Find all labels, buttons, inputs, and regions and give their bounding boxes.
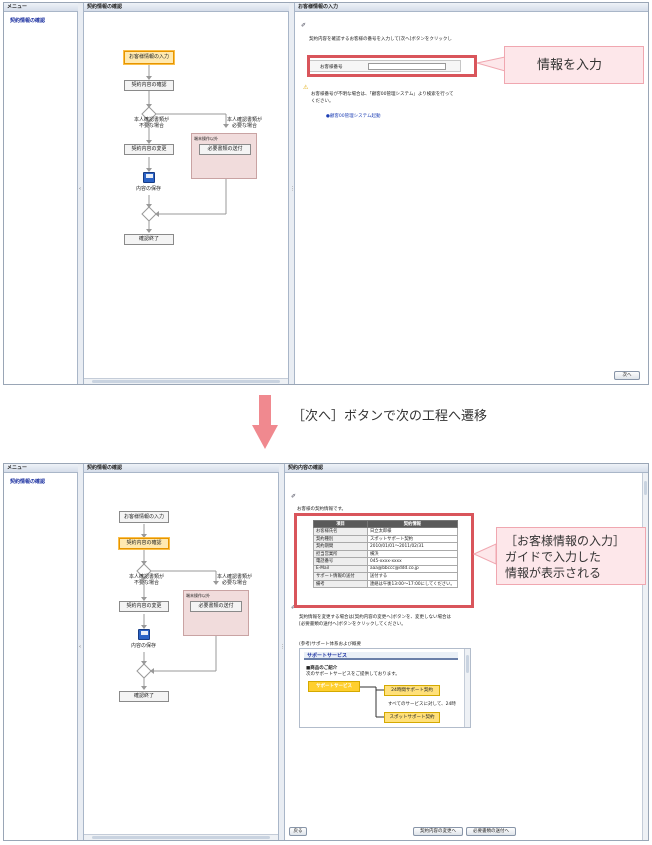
table-highlight-frame [294,513,474,608]
step-change-contract[interactable]: 契約内容の変更 [119,601,169,612]
guide-title: 契約内容の確認 [285,464,648,473]
menu-title: メニュー [4,3,78,12]
step-save-label: 内容の保存 [131,643,157,649]
support-vscrollbar[interactable] [464,649,470,727]
transition-caption: ［次へ］ボタンで次の工程へ遷移 [292,409,488,424]
change-instruction-2: [必要書類の送付へ]ボタンをクリックしてください。 [299,622,406,627]
grip-icon: ⋮ [280,644,285,651]
menu-pane: メニュー 契約情報の確認 [4,3,78,384]
change-contract-button[interactable]: 契約内容の変更へ [413,827,463,836]
send-docs-button[interactable]: 必要書類の送付へ [466,827,516,836]
service-connectors [360,686,384,718]
customer-number-label: お客様番号 [320,65,343,70]
warning-line-2: ください。 [311,99,334,104]
table-header-row: 項目 契約情報 [313,520,458,528]
hint-icon: ✐ [291,493,297,500]
callout-enter-info: 情報を入力 [504,46,644,84]
save-disk-icon[interactable] [143,172,155,183]
step-send-docs[interactable]: 必要書類の送付 [190,601,242,612]
flow-pane: 契約情報の確認 [84,3,289,384]
flow-splitter[interactable]: ⋮ [289,3,295,384]
flow-hscrollbar[interactable] [84,378,288,384]
service-all-text: すべてのサービスに対して、24時 [388,702,456,707]
decision-diamond [136,563,152,579]
step-contract-check[interactable]: 契約内容の確認 [119,538,169,549]
instruction-text: 契約内容を確認するお客様の番号を入力して[次へ]ボタンをクリックし [309,37,452,42]
transition-area: ［次へ］ボタンで次の工程へ遷移 [0,385,652,463]
flow-title: 契約情報の確認 [84,464,279,473]
save-disk-icon[interactable] [138,629,150,640]
branch-left-label: 本人確認書類が不要な場合 [134,117,170,129]
offline-group: 端末操作以外 [191,133,257,179]
step-customer-input[interactable]: お客様情報の入力 [124,51,174,64]
screenshot-before: メニュー 契約情報の確認 ‹ 契約情報の確認 [3,2,649,385]
step-contract-check[interactable]: 契約内容の確認 [124,80,174,91]
service-spot: スポットサポート契約 [384,712,440,723]
guide-pane: 契約内容の確認 ✐ お客様の契約情報です。 項目 契約情報 お客様氏名日立太郎様… [285,464,648,840]
guide-vscrollbar[interactable] [642,473,648,840]
offline-group: 端末操作以外 [183,590,249,636]
customer-number-input[interactable] [368,63,446,70]
merge-diamond [136,663,152,679]
hint-icon-2: ✐ [291,604,297,611]
step-change-contract[interactable]: 契約内容の変更 [124,144,174,155]
back-button[interactable]: 戻る [289,827,307,836]
column-header: 項目 [313,520,368,528]
flow-connectors [141,65,229,233]
reference-caption: (参考)サポート体系および概要 [299,642,362,647]
customer-number-row: お客様番号 [309,60,461,72]
support-info-frame: サポートサービス ■商品のご紹介 次のサポートサービスをご提供しております。 サ… [299,648,471,728]
flow-pane: 契約情報の確認 [84,464,279,840]
hint-icon: ✐ [301,22,307,29]
warning-line-1: お客様番号が不明な場合は、「顧客00管理システム」より検索を行って [311,92,454,97]
branch-right-label: 本人確認書類が必要な場合 [227,117,263,129]
flow-connectors [136,524,219,690]
crm-launch-link[interactable]: ●顧客00管理システム起動 [326,114,381,119]
step-save-label: 内容の保存 [136,186,162,192]
callout-pointer [473,543,497,565]
merge-diamond [141,206,157,222]
guide-title: お客様情報の入力 [295,3,648,12]
collapse-arrow-icon: ‹ [79,644,81,651]
step-confirm-done[interactable]: 確認終了 [124,234,174,245]
warning-icon: ⚠ [303,84,309,91]
step-confirm-done[interactable]: 確認終了 [119,691,169,702]
column-header: 契約情報 [367,520,458,528]
table-row: 備考連絡は午後13:00～17:00にしてください。 [313,579,458,588]
collapse-arrow-icon: ‹ [79,185,81,192]
service-24h: 24時間サポート契約 [384,685,440,696]
branch-left-label: 本人確認書類が不要な場合 [129,574,165,586]
menu-splitter[interactable]: ‹ [78,464,84,840]
support-title: サポートサービス [304,652,458,660]
grip-icon: ⋮ [290,185,295,192]
input-highlight-frame [307,55,477,77]
intro-text: お客様の契約情報です。 [297,507,347,512]
change-instruction-1: 契約情報を変更する場合は[契約内容の変更へ]ボタンを、変更しない場合は [299,615,452,620]
callout-pointer [476,56,506,72]
menu-pane: メニュー 契約情報の確認 [4,464,78,840]
flow-splitter[interactable]: ⋮ [279,464,285,840]
menu-title: メニュー [4,464,78,473]
flow-hscrollbar[interactable] [84,834,278,840]
next-button[interactable]: 次へ [614,371,640,380]
flow-title: 契約情報の確認 [84,3,289,12]
callout-displayed-info: ［お客様情報の入力］ ガイドで入力した 情報が表示される [496,527,646,585]
screenshot-after: メニュー 契約情報の確認 ‹ 契約情報の確認 [3,463,649,841]
product-desc: 次のサポートサービスをご提供しております。 [306,672,400,677]
menu-item-contract-info[interactable]: 契約情報の確認 [10,18,46,24]
step-customer-input[interactable]: お客様情報の入力 [119,511,169,523]
menu-item-contract-info[interactable]: 契約情報の確認 [10,479,46,485]
decision-diamond [141,106,157,122]
branch-right-label: 本人確認書類が必要な場合 [217,574,253,586]
product-heading: ■商品のご紹介 [306,666,338,671]
step-send-docs[interactable]: 必要書類の送付 [199,144,251,155]
down-arrow-icon [252,395,278,449]
service-main: サポートサービス [308,681,360,692]
menu-splitter[interactable]: ‹ [78,3,84,384]
